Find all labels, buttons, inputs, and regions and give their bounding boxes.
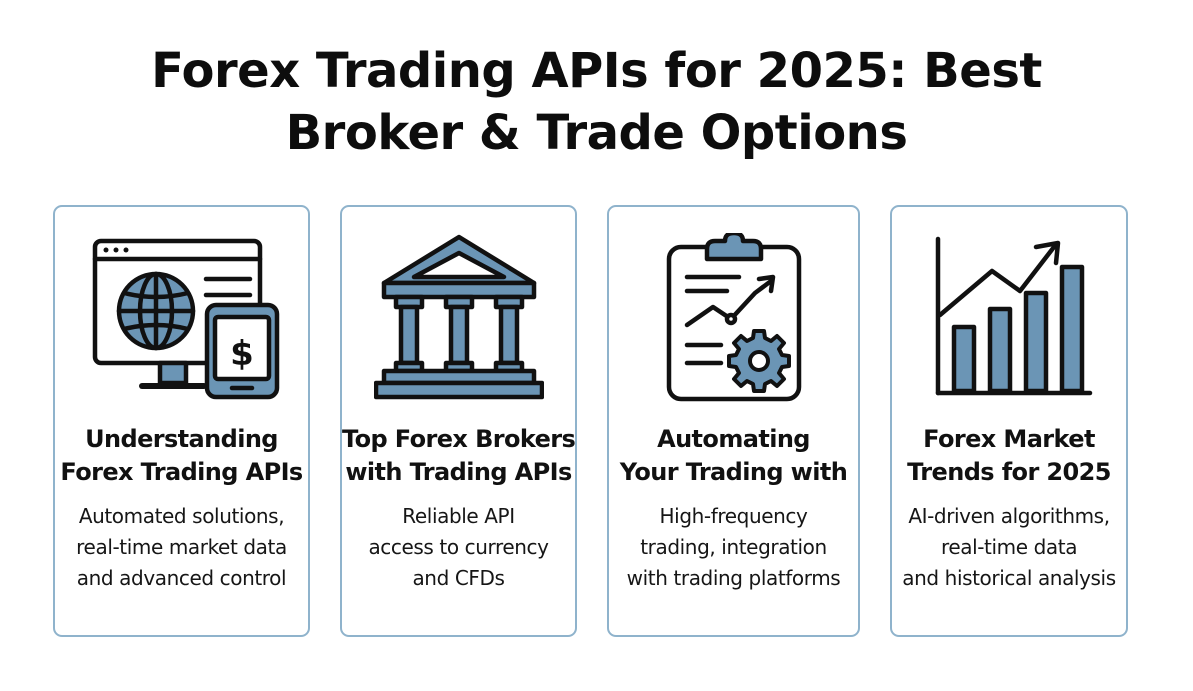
card-automating-trading: Automating Your Trading with High-freque… [607,205,860,637]
card-text: Automated solutions, real-time market da… [55,501,308,594]
card-heading-line: Forex Market [923,425,1095,453]
clipboard-chart-gear-icon [609,233,858,403]
card-heading-line: Trends for 2025 [907,458,1111,486]
page-title-line-1: Forex Trading APIs for 2025: Best [151,43,1042,99]
card-text: Reliable API access to currency and CFDs [342,501,575,594]
card-text-line: and CFDs [412,566,505,590]
monitor-globe-phone-dollar-icon: $ [55,233,308,403]
card-text: High-frequency trading, integration with… [609,501,858,594]
card-heading-line: Understanding [85,425,278,453]
card-heading-line: Automating [657,425,810,453]
card-heading-line: with Trading APIs [345,458,572,486]
card-heading: Understanding Forex Trading APIs [55,423,308,489]
card-text: AI-driven algorithms, real-time data and… [892,501,1126,594]
card-market-trends: Forex Market Trends for 2025 AI-driven a… [890,205,1128,637]
card-text-line: AI-driven algorithms, [908,504,1110,528]
bar-chart-trend-arrow-icon [892,233,1126,403]
card-heading: Forex Market Trends for 2025 [892,423,1126,489]
card-text-line: High-frequency [659,504,808,528]
card-top-brokers: Top Forex Brokers with Trading APIs Reli… [340,205,577,637]
card-text-line: real-time data [940,535,1078,559]
card-text-line: Automated solutions, [78,504,285,528]
card-text-line: real-time market data [76,535,287,559]
card-heading: Top Forex Brokers with Trading APIs [342,423,576,489]
card-text-line: and advanced control [76,566,287,590]
card-text-line: access to currency [368,535,549,559]
card-text-line: with trading platforms [626,566,841,590]
card-understanding-apis: $ Understanding Forex Trading APIs Autom… [53,205,310,637]
card-text-line: trading, integration [640,535,827,559]
card-text-line: and historical analysis [902,566,1116,590]
page-title-line-2: Broker & Trade Options [285,105,908,161]
page-title: Forex Trading APIs for 2025: Best Broker… [0,40,1193,164]
card-text-line: Reliable API [402,504,515,528]
card-heading-line: Top Forex Brokers [342,425,576,453]
svg-text:$: $ [230,334,254,374]
card-heading: Automating Your Trading with [609,423,858,489]
card-heading-line: Forex Trading APIs [60,458,303,486]
card-heading-line: Your Trading with [619,458,848,486]
bank-building-icon [342,233,575,403]
